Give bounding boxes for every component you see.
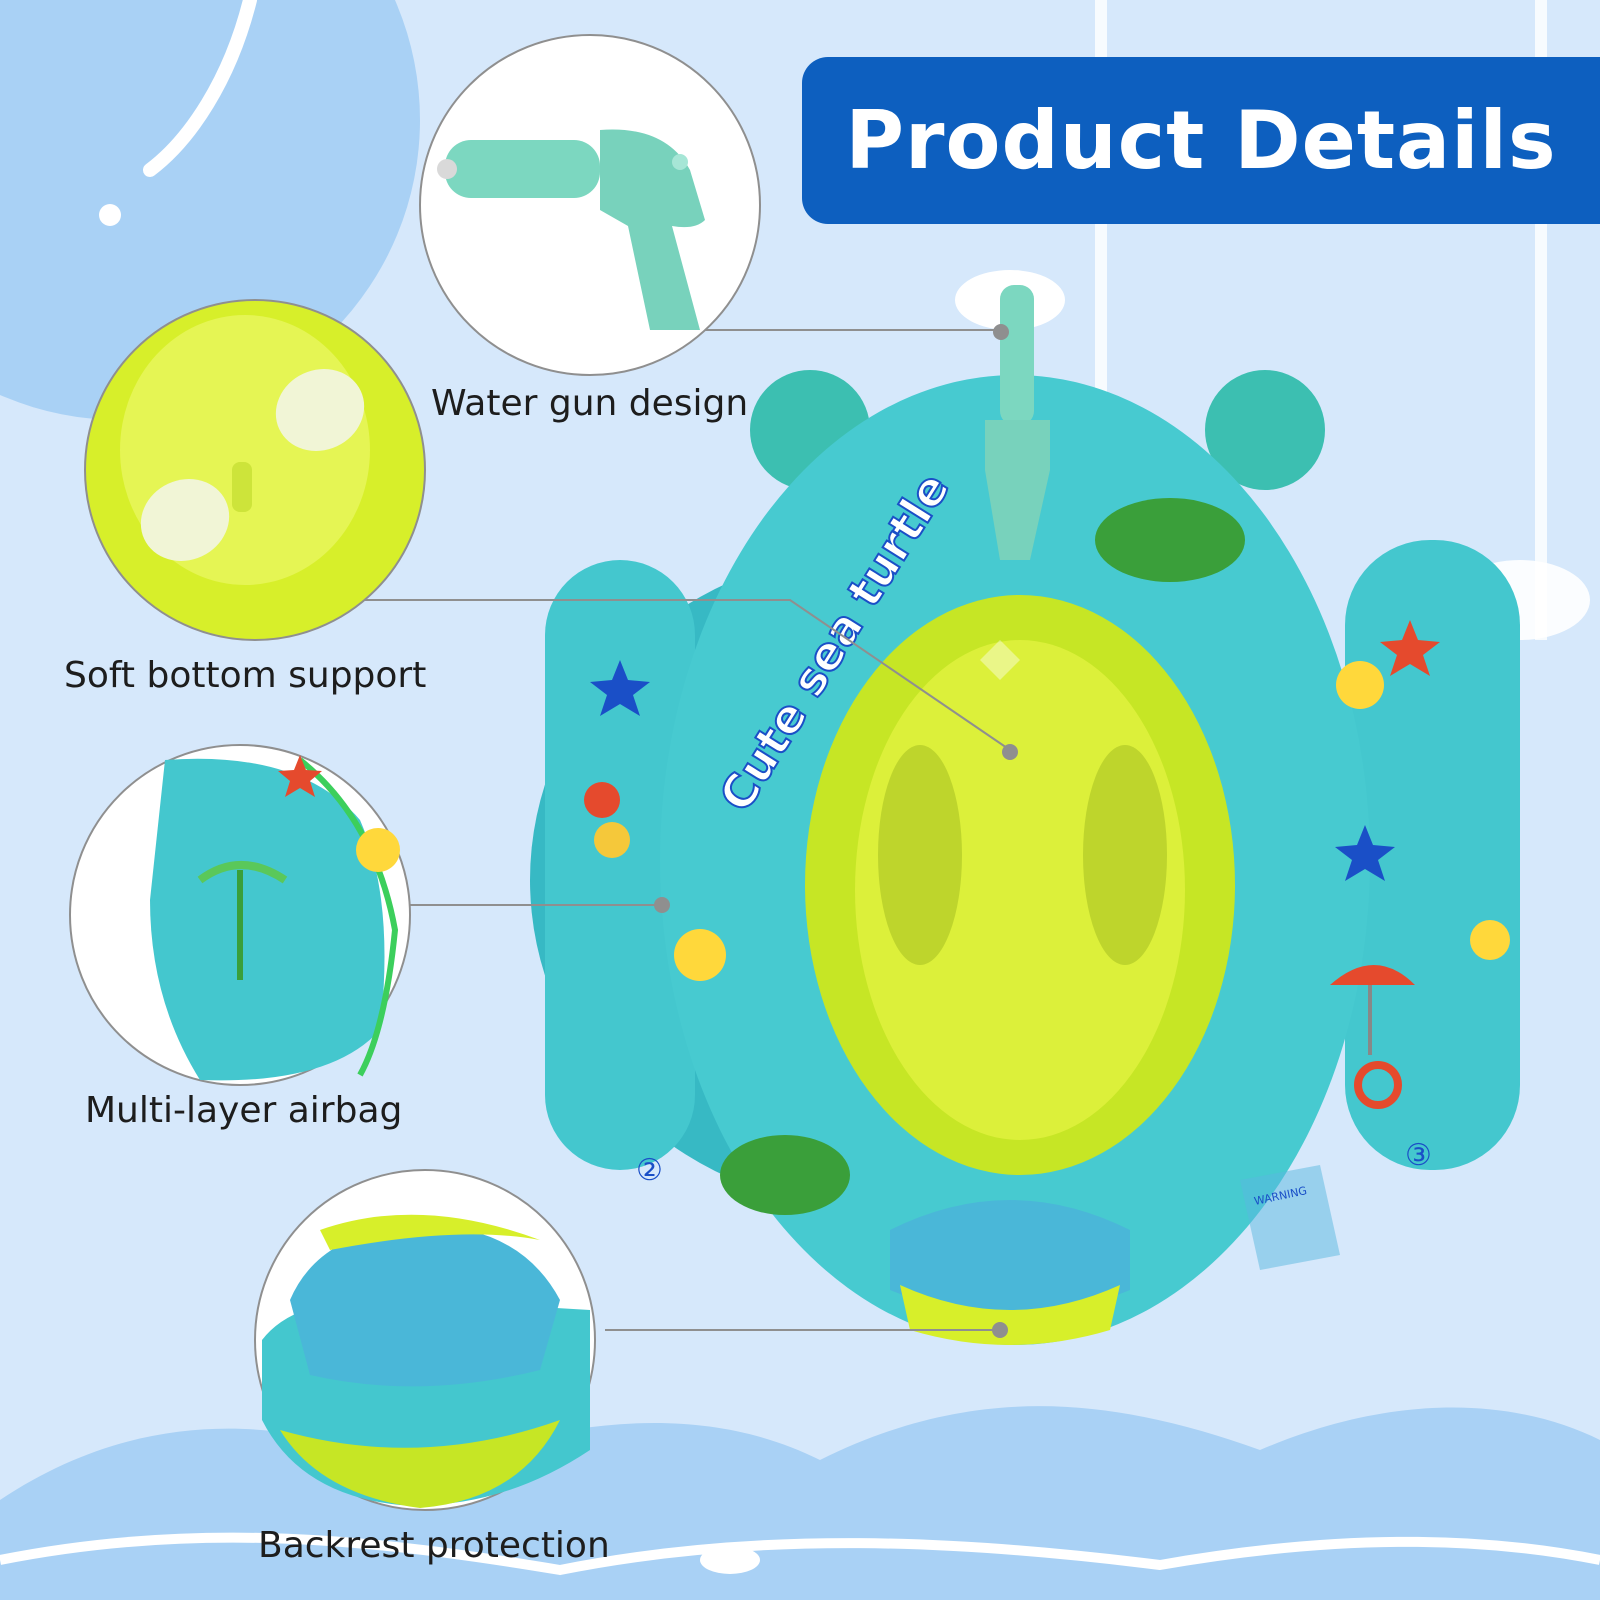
- umbrella-icon: [1330, 965, 1415, 985]
- water-gun-detail-circle: [419, 34, 761, 376]
- leg-hole-left: [878, 745, 962, 965]
- warning-label: [1240, 1165, 1340, 1270]
- banner-title: Product Details: [845, 94, 1557, 187]
- airbag-detail-circle: [69, 744, 411, 1086]
- backrest-cushion: [890, 1200, 1130, 1315]
- sun-icon: [674, 929, 726, 981]
- leg-hole-right: [1083, 745, 1167, 965]
- starfish-icon: [278, 755, 322, 797]
- chamber-number-right: ③: [1405, 1138, 1432, 1173]
- starfish-icon: [1335, 825, 1395, 881]
- ball-icon: [584, 782, 620, 818]
- sun-icon: [1470, 920, 1510, 960]
- water-gun-icon: [445, 140, 600, 198]
- callout-backrest: Backrest protection: [258, 1525, 610, 1566]
- turtle-illustration: [720, 1135, 850, 1215]
- water-gun: [985, 285, 1050, 560]
- chamber-number-left: ②: [636, 1153, 663, 1188]
- callout-water-gun: Water gun design: [431, 383, 749, 424]
- backrest-detail-circle: [254, 1169, 596, 1511]
- sun-icon: [356, 828, 400, 872]
- lifebuoy-icon: [1354, 1061, 1402, 1109]
- starfish-icon: [1380, 620, 1440, 676]
- seat-detail-circle: [84, 299, 426, 641]
- sun-icon: [1336, 661, 1384, 709]
- turtle-illustration: [1095, 498, 1245, 582]
- callout-soft-bottom: Soft bottom support: [64, 655, 427, 696]
- product-details-banner: Product Details: [802, 57, 1600, 224]
- callout-airbag: Multi-layer airbag: [85, 1090, 403, 1131]
